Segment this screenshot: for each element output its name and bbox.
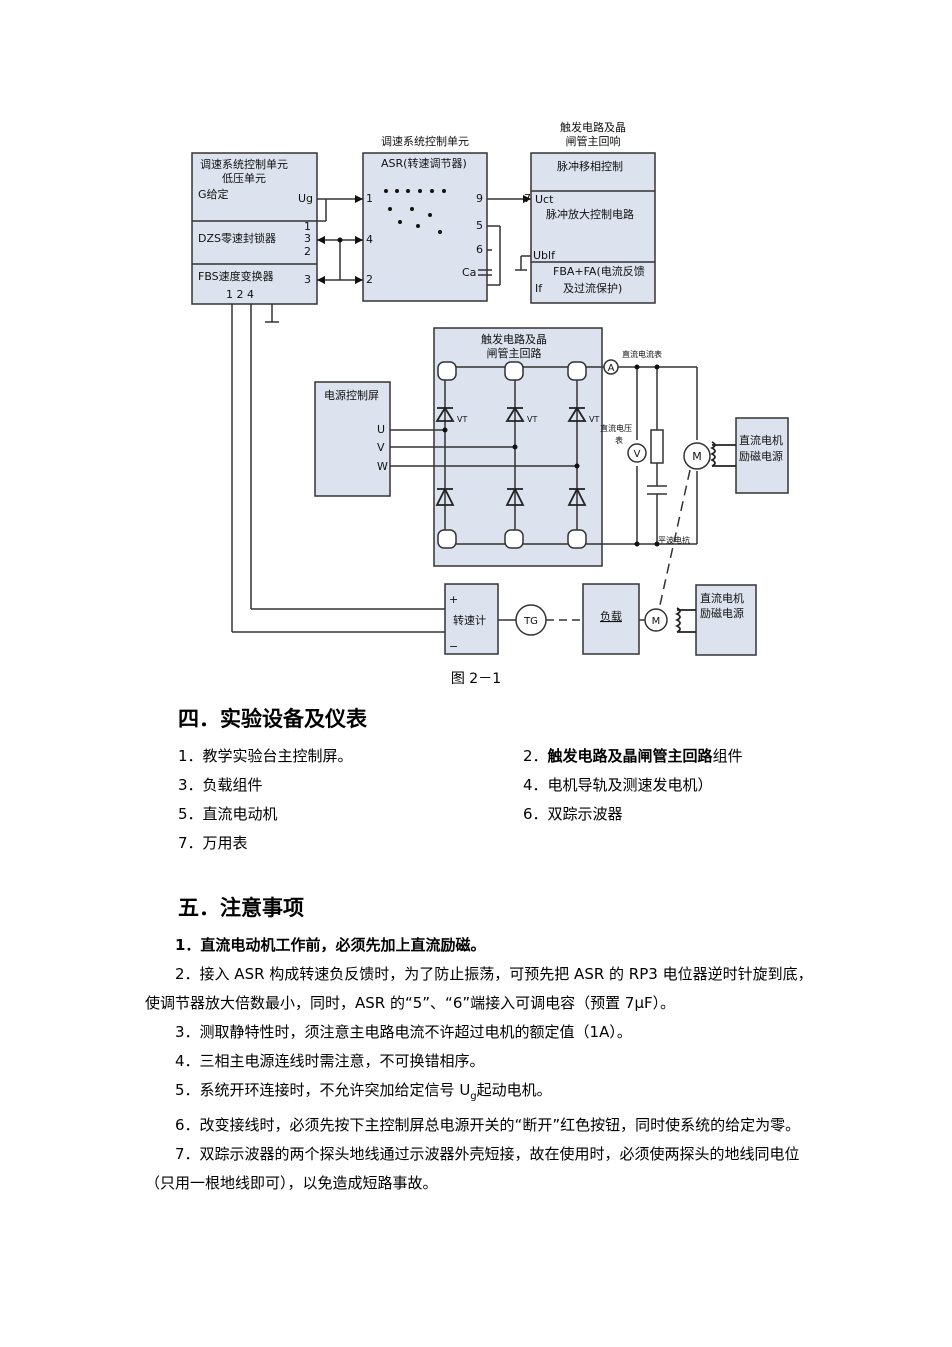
dzs-label: DZS零速封锁器 bbox=[198, 231, 276, 245]
fbs-label: FBS速度变换器 bbox=[198, 269, 274, 283]
motor2-symbol: M bbox=[652, 616, 661, 627]
g-label: G给定 bbox=[198, 187, 229, 201]
note-7: 7．双踪示波器的两个探头地线通过示波器外壳短接，故在使用时，必须使两探头的地线同… bbox=[145, 1145, 800, 1192]
asr-pin-2: 2 bbox=[366, 273, 373, 286]
motor-symbol: M bbox=[692, 450, 702, 463]
note-5: 5．系统开环连接时，不允许突加给定信号 Ug起动电机。 bbox=[175, 1081, 552, 1102]
note-1: 1．直流电动机工作前，必须先加上直流励磁。 bbox=[175, 936, 486, 954]
figure-caption: 图 2－1 bbox=[450, 671, 502, 687]
circuit-diagram: 调速系统控制单元 触发电路及晶 闸管主回响 调速系统控制单元 低压单元 G给定 … bbox=[191, 120, 789, 656]
v-label: V bbox=[377, 441, 385, 454]
equipment-item-2: 2．触发电路及晶闸管主回路组件 bbox=[523, 747, 743, 765]
asr-box bbox=[362, 152, 488, 302]
equipment-item-1: 1．教学实验台主控制屏。 bbox=[178, 747, 353, 765]
tacho-minus: − bbox=[449, 640, 458, 653]
trig-title-2: 闸管主回响 bbox=[566, 134, 621, 148]
equipment-item-7: 7．万用表 bbox=[178, 834, 248, 852]
pulse-shift-label: 脉冲移相控制 bbox=[557, 159, 623, 173]
pulse-amp-label: 脉冲放大控制电路 bbox=[546, 207, 634, 221]
u-label: U bbox=[377, 423, 385, 436]
power-screen-label: 电源控制屏 bbox=[324, 388, 379, 402]
load-label: 负载 bbox=[600, 609, 622, 623]
voltmeter-icon bbox=[627, 443, 647, 463]
pin-2: 2 bbox=[304, 245, 311, 258]
uct-label: Uct bbox=[535, 193, 554, 206]
excitation2-label-1: 直流电机 bbox=[700, 591, 744, 605]
tg-label: TG bbox=[523, 616, 538, 627]
asr-pin-9: 9 bbox=[476, 192, 483, 205]
bottom-pins: 1 2 4 bbox=[226, 288, 254, 301]
pin-7: 7 bbox=[524, 192, 531, 205]
tacho-plus: + bbox=[449, 593, 458, 606]
main-title-1: 触发电路及晶 bbox=[481, 332, 547, 346]
fba-label-2: 及过流保护) bbox=[563, 281, 622, 295]
equipment-item-6: 6．双踪示波器 bbox=[523, 805, 623, 823]
asr-pin-1: 1 bbox=[366, 192, 373, 205]
left-box-title-1: 调速系统控制单元 bbox=[200, 157, 288, 171]
equipment-item-4: 4．电机导轨及测速发电机） bbox=[523, 776, 713, 794]
excitation2-label-2: 励磁电源 bbox=[700, 606, 744, 620]
fba-label-1: FBA+FA(电流反馈 bbox=[553, 264, 645, 278]
thyristor-label-1: VT bbox=[457, 415, 467, 424]
ammeter-icon bbox=[603, 359, 619, 375]
asr-pin-5: 5 bbox=[476, 219, 483, 232]
thyristor-label-3: VT bbox=[589, 415, 599, 424]
thyristor-label-2: VT bbox=[527, 415, 537, 424]
notes-list: 1．直流电动机工作前，必须先加上直流励磁。 2．接入 ASR 构成转速负反馈时，… bbox=[145, 931, 815, 1198]
section4-title: 四．实验设备及仪表 bbox=[178, 707, 367, 731]
trig-title-1: 触发电路及晶 bbox=[560, 120, 626, 134]
note-6: 6．改变接线时，必须先按下主控制屏总电源开关的“断开”红色按钮，同时使系统的给定… bbox=[175, 1116, 801, 1134]
left-box-title-2: 低压单元 bbox=[222, 172, 266, 185]
excitation-box-1 bbox=[735, 417, 789, 494]
diode-icon bbox=[435, 486, 587, 506]
control-low-voltage-box bbox=[191, 152, 318, 305]
reactor-label: 平波电抗 bbox=[658, 535, 690, 545]
ammeter-symbol: A bbox=[608, 363, 615, 374]
ca-label: Ca bbox=[462, 266, 476, 279]
trigger-control-box bbox=[530, 152, 656, 304]
fbs-pin-3: 3 bbox=[304, 273, 311, 286]
tachometer-box bbox=[444, 583, 499, 655]
main-title-2: 闸管主回路 bbox=[487, 346, 542, 360]
w-label: W bbox=[377, 460, 388, 473]
pin-1: 1 bbox=[304, 220, 311, 233]
voltmeter-label-2: 表 bbox=[615, 435, 623, 445]
thyristor-icon bbox=[435, 406, 587, 422]
asr-label: ASR(转速调节器) bbox=[381, 156, 467, 170]
equipment-item-3: 3．负载组件 bbox=[178, 776, 263, 794]
motor-2-icon bbox=[644, 608, 668, 632]
ammeter-label: 直流电流表 bbox=[622, 349, 662, 359]
tacho-generator-icon bbox=[515, 604, 547, 636]
load-box bbox=[582, 583, 640, 655]
ctrl-title: 调速系统控制单元 bbox=[381, 134, 469, 148]
asr-pin-6: 6 bbox=[476, 243, 483, 256]
ublf-label: Ublf bbox=[533, 249, 556, 262]
note-2: 2．接入 ASR 构成转速负反馈时，为了防止振荡，可预先把 ASR 的 RP3 … bbox=[145, 965, 813, 1012]
section5-title: 五．注意事项 bbox=[178, 896, 304, 920]
pin-3: 3 bbox=[304, 232, 311, 245]
power-control-screen-box bbox=[314, 381, 391, 497]
excitation-label-1: 直流电机 bbox=[739, 433, 783, 447]
tachometer-label: 转速计 bbox=[453, 613, 486, 627]
excitation-box-2 bbox=[695, 584, 757, 656]
asr-pin-4: 4 bbox=[366, 233, 373, 246]
note-4: 4．三相主电源连线时需注意，不可换错相序。 bbox=[175, 1052, 485, 1070]
ug-label: Ug bbox=[298, 192, 313, 205]
if-label: If bbox=[535, 282, 543, 295]
note-3: 3．测取静特性时，须注意主电路电流不许超过电机的额定值（1A）。 bbox=[175, 1023, 632, 1041]
excitation-label-2: 励磁电源 bbox=[739, 449, 783, 463]
voltmeter-symbol: V bbox=[634, 449, 641, 460]
voltmeter-label-1: 直流电压 bbox=[600, 423, 632, 433]
motor-icon bbox=[683, 442, 711, 470]
equipment-item-5: 5．直流电动机 bbox=[178, 805, 278, 823]
